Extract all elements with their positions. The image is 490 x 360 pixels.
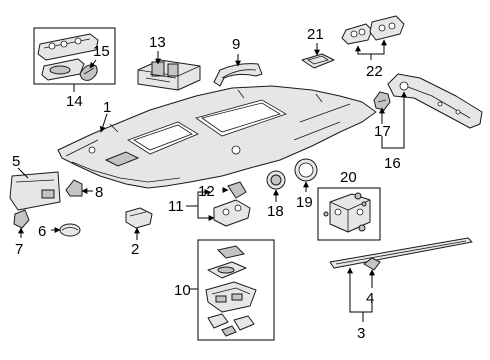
clip-part-17 <box>373 91 391 111</box>
sun-visor-part <box>9 171 61 211</box>
reading-lamp-left-part <box>341 23 373 45</box>
group-box-20 <box>317 187 381 241</box>
callout-17: 17 <box>374 123 391 140</box>
callout-8: 8 <box>95 184 103 201</box>
callout-5: 5 <box>12 153 20 170</box>
callout-3: 3 <box>357 325 365 342</box>
callout-20: 20 <box>340 169 357 186</box>
callout-22: 22 <box>366 63 383 80</box>
knob-part-18 <box>266 170 286 190</box>
callout-4: 4 <box>366 290 374 307</box>
callout-labels: 1 2 3 4 5 6 7 8 9 10 11 12 13 14 15 16 1… <box>12 26 401 342</box>
callout-2: 2 <box>131 241 139 258</box>
switch-assembly-group <box>317 187 381 241</box>
headliner-panel-part <box>57 85 377 189</box>
roof-rail-part <box>387 73 483 129</box>
dome-lamp-base-part <box>137 59 201 91</box>
reading-lamp-right-part <box>369 15 405 41</box>
callout-14: 14 <box>66 93 83 110</box>
callout-9: 9 <box>232 36 240 53</box>
visor-holder-part-8 <box>65 179 83 197</box>
assist-grip-part <box>213 63 263 87</box>
lamp-parts-set-group <box>197 239 275 341</box>
roof-molding-part <box>329 237 473 269</box>
lamp-cover-part-21 <box>301 53 335 69</box>
callout-1: 1 <box>103 99 111 116</box>
lamp-lens-part-12 <box>227 181 247 199</box>
callout-16: 16 <box>384 155 401 172</box>
cap-part-6 <box>59 223 81 237</box>
bracket-part-2 <box>125 207 153 229</box>
callout-21: 21 <box>307 26 324 43</box>
callout-11: 11 <box>168 198 184 215</box>
callout-15: 15 <box>93 43 110 60</box>
callout-10: 10 <box>174 282 191 299</box>
lamp-housing-part-11 <box>213 199 251 227</box>
callout-13: 13 <box>149 34 166 51</box>
clip-part-7 <box>13 209 30 229</box>
callout-12: 12 <box>198 183 215 200</box>
callout-18: 18 <box>267 203 284 220</box>
grommet-part-19 <box>294 158 318 182</box>
callout-7: 7 <box>15 241 23 258</box>
callout-6: 6 <box>38 223 46 240</box>
overhead-console-group <box>33 27 116 92</box>
group-box-10 <box>197 239 275 341</box>
lens-part-15 <box>79 64 98 81</box>
molding-clip-part-4 <box>363 257 381 271</box>
callout-19: 19 <box>296 194 313 211</box>
overhead-console-part <box>37 33 99 81</box>
